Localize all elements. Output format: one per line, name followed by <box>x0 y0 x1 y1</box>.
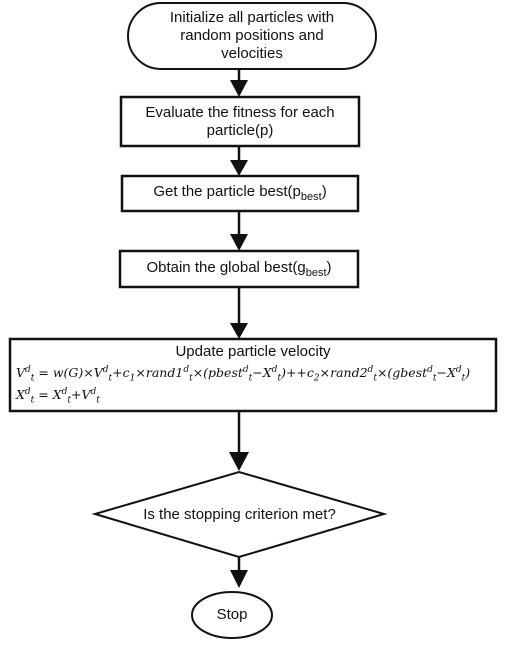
arrowhead-4 <box>230 323 248 339</box>
evaluate-fitness-box <box>119 95 361 148</box>
stop-label: Stop <box>216 606 248 623</box>
global-best-label: Obtain the global best(gbest) <box>146 259 332 279</box>
start-terminator-label: Initialize all particles with random pos… <box>128 9 376 63</box>
evaluate-line-2: particle(p) <box>206 122 274 139</box>
start-line-2: random positions and <box>180 27 324 44</box>
arrowhead-5 <box>229 452 249 471</box>
arrowhead-6 <box>230 570 248 588</box>
stop-terminator-shape <box>191 591 273 639</box>
update-velocity-title: Update particle velocity <box>175 343 331 360</box>
start-line-1: Initialize all particles with <box>169 9 335 26</box>
position-update-formula: Xdt = Xdt+Vdt <box>16 387 100 406</box>
update-velocity-box <box>8 337 498 413</box>
global-best-box <box>118 249 360 289</box>
velocity-update-formula: Vdt = w(G)×Vdt+c1×rand1dt×(pbestdt−Xdt)+… <box>16 365 471 384</box>
evaluate-fitness-label: Evaluate the fitness for each particle(p… <box>121 104 359 140</box>
decision-label: Is the stopping criterion met? <box>143 506 336 523</box>
evaluate-line-1: Evaluate the fitness for each <box>145 104 335 121</box>
particle-best-label: Get the particle best(pbest) <box>153 183 327 203</box>
arrowhead-2 <box>230 160 248 176</box>
arrowhead-1 <box>230 80 248 97</box>
start-terminator-shape <box>127 2 377 70</box>
arrowhead-3 <box>230 234 248 251</box>
start-line-3: velocities <box>221 45 283 62</box>
